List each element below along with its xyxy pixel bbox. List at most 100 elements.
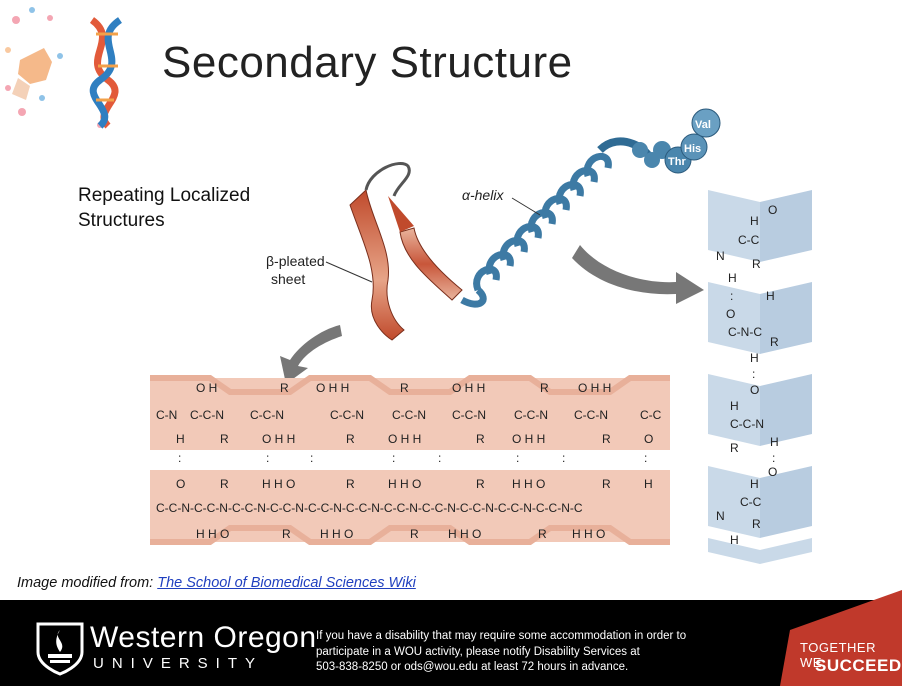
svg-text:R: R	[280, 381, 289, 395]
svg-text:O: O	[726, 307, 735, 321]
notice-line: If you have a disability that may requir…	[316, 629, 756, 645]
svg-text:C-C-N: C-C-N	[250, 408, 284, 422]
svg-text:O: O	[768, 465, 777, 479]
svg-text:R: R	[540, 381, 549, 395]
svg-text:R: R	[400, 381, 409, 395]
svg-text:O: O	[768, 203, 777, 217]
zoom-arrow-right	[572, 245, 704, 304]
svg-text:H: H	[750, 351, 759, 365]
svg-text::: :	[392, 451, 395, 465]
svg-text:C-C-N: C-C-N	[514, 408, 548, 422]
svg-text:C-C: C-C	[640, 408, 662, 422]
svg-text:H: H	[750, 477, 759, 491]
svg-text:R: R	[770, 335, 779, 349]
svg-text:R: R	[730, 441, 739, 455]
svg-text:O H H: O H H	[512, 432, 545, 446]
residue-label: His	[684, 143, 701, 155]
svg-text:R: R	[752, 257, 761, 271]
svg-text:R: R	[538, 527, 547, 541]
residue-label: Val	[695, 119, 711, 131]
svg-text:C-C-N: C-C-N	[452, 408, 486, 422]
alpha-helix-label: α-helix	[462, 187, 504, 203]
svg-text::: :	[752, 367, 755, 381]
svg-text::: :	[438, 451, 441, 465]
svg-text:H: H	[728, 271, 737, 285]
svg-text:C-C-N: C-C-N	[574, 408, 608, 422]
svg-text::: :	[178, 451, 181, 465]
beta-sheet-schematic	[150, 378, 670, 542]
beta-sheet-label: sheet	[271, 271, 305, 287]
svg-text:N: N	[716, 249, 725, 263]
svg-text:H: H	[750, 214, 759, 228]
notice-line: participate in a WOU activity, please no…	[316, 645, 756, 661]
svg-text:R: R	[410, 527, 419, 541]
svg-text:H: H	[730, 533, 739, 547]
svg-text:H: H	[770, 435, 779, 449]
svg-text:C-N-C: C-N-C	[728, 325, 762, 339]
svg-text:R: R	[602, 432, 611, 446]
svg-text:O H: O H	[196, 381, 217, 395]
svg-text::: :	[730, 289, 733, 303]
svg-text:O H H: O H H	[452, 381, 485, 395]
svg-text:O: O	[750, 383, 759, 397]
svg-text:O H H: O H H	[388, 432, 421, 446]
source-link[interactable]: The School of Biomedical Sciences Wiki	[157, 575, 416, 591]
svg-text:C-C: C-C	[738, 233, 760, 247]
svg-text:H H O: H H O	[572, 527, 605, 541]
svg-text:H: H	[176, 432, 185, 446]
helix-tail	[462, 290, 483, 304]
svg-text:H: H	[730, 399, 739, 413]
svg-text:O H H: O H H	[316, 381, 349, 395]
svg-text:R: R	[476, 432, 485, 446]
svg-text:H H O: H H O	[448, 527, 481, 541]
svg-text:C-N: C-N	[156, 408, 177, 422]
svg-text:R: R	[220, 477, 229, 491]
svg-text:H H O: H H O	[320, 527, 353, 541]
svg-text:R: R	[346, 432, 355, 446]
svg-text:H: H	[644, 477, 653, 491]
svg-text::: :	[772, 451, 775, 465]
svg-text:O H H: O H H	[578, 381, 611, 395]
protein-structure-diagram: Thr His Val α-helix β-pleated sheet C-N …	[0, 0, 902, 600]
svg-text::: :	[516, 451, 519, 465]
svg-text:C-C-N: C-C-N	[730, 417, 764, 431]
university-logo-icon	[34, 616, 86, 676]
svg-text:H H O: H H O	[196, 527, 229, 541]
image-credit: Image modified from: The School of Biome…	[17, 575, 416, 591]
svg-text:R: R	[220, 432, 229, 446]
svg-text:H H O: H H O	[512, 477, 545, 491]
svg-text::: :	[310, 451, 313, 465]
svg-text::: :	[644, 451, 647, 465]
notice-line: 503-838-8250 or ods@wou.edu at least 72 …	[316, 660, 756, 676]
svg-text:C-C-N: C-C-N	[190, 408, 224, 422]
residue-label: Thr	[668, 156, 686, 168]
svg-text::: :	[562, 451, 565, 465]
beta-sheet-label: β-pleated	[266, 253, 325, 269]
svg-text:R: R	[346, 477, 355, 491]
svg-text::: :	[266, 451, 269, 465]
loop-strand	[366, 163, 409, 196]
svg-text:C-C-N: C-C-N	[330, 408, 364, 422]
caption-prefix: Image modified from:	[17, 575, 157, 591]
disability-notice: If you have a disability that may requir…	[316, 629, 756, 676]
beta-arrowhead	[388, 196, 414, 232]
svg-text:R: R	[476, 477, 485, 491]
svg-text:N: N	[716, 509, 725, 523]
svg-text:O: O	[644, 432, 653, 446]
tagline-line2: SUCCEED	[815, 656, 902, 676]
svg-text:O H H: O H H	[262, 432, 295, 446]
svg-text:R: R	[282, 527, 291, 541]
svg-text:H: H	[766, 289, 775, 303]
svg-text:C-C-N-C-C-N-C-C-N-C-C-N-C-C-N-: C-C-N-C-C-N-C-C-N-C-C-N-C-C-N-C-C-N-C-C-…	[156, 501, 583, 515]
svg-text:C-C-N: C-C-N	[392, 408, 426, 422]
svg-text:H H O: H H O	[262, 477, 295, 491]
svg-text:O: O	[176, 477, 185, 491]
university-name: Western Oregon	[90, 621, 317, 655]
beta-strand-ribbon	[400, 228, 462, 300]
university-subtitle: UNIVERSITY	[93, 655, 263, 672]
svg-text:R: R	[752, 517, 761, 531]
svg-text:R: R	[602, 477, 611, 491]
svg-text:C-C: C-C	[740, 495, 762, 509]
svg-text:H H O: H H O	[388, 477, 421, 491]
